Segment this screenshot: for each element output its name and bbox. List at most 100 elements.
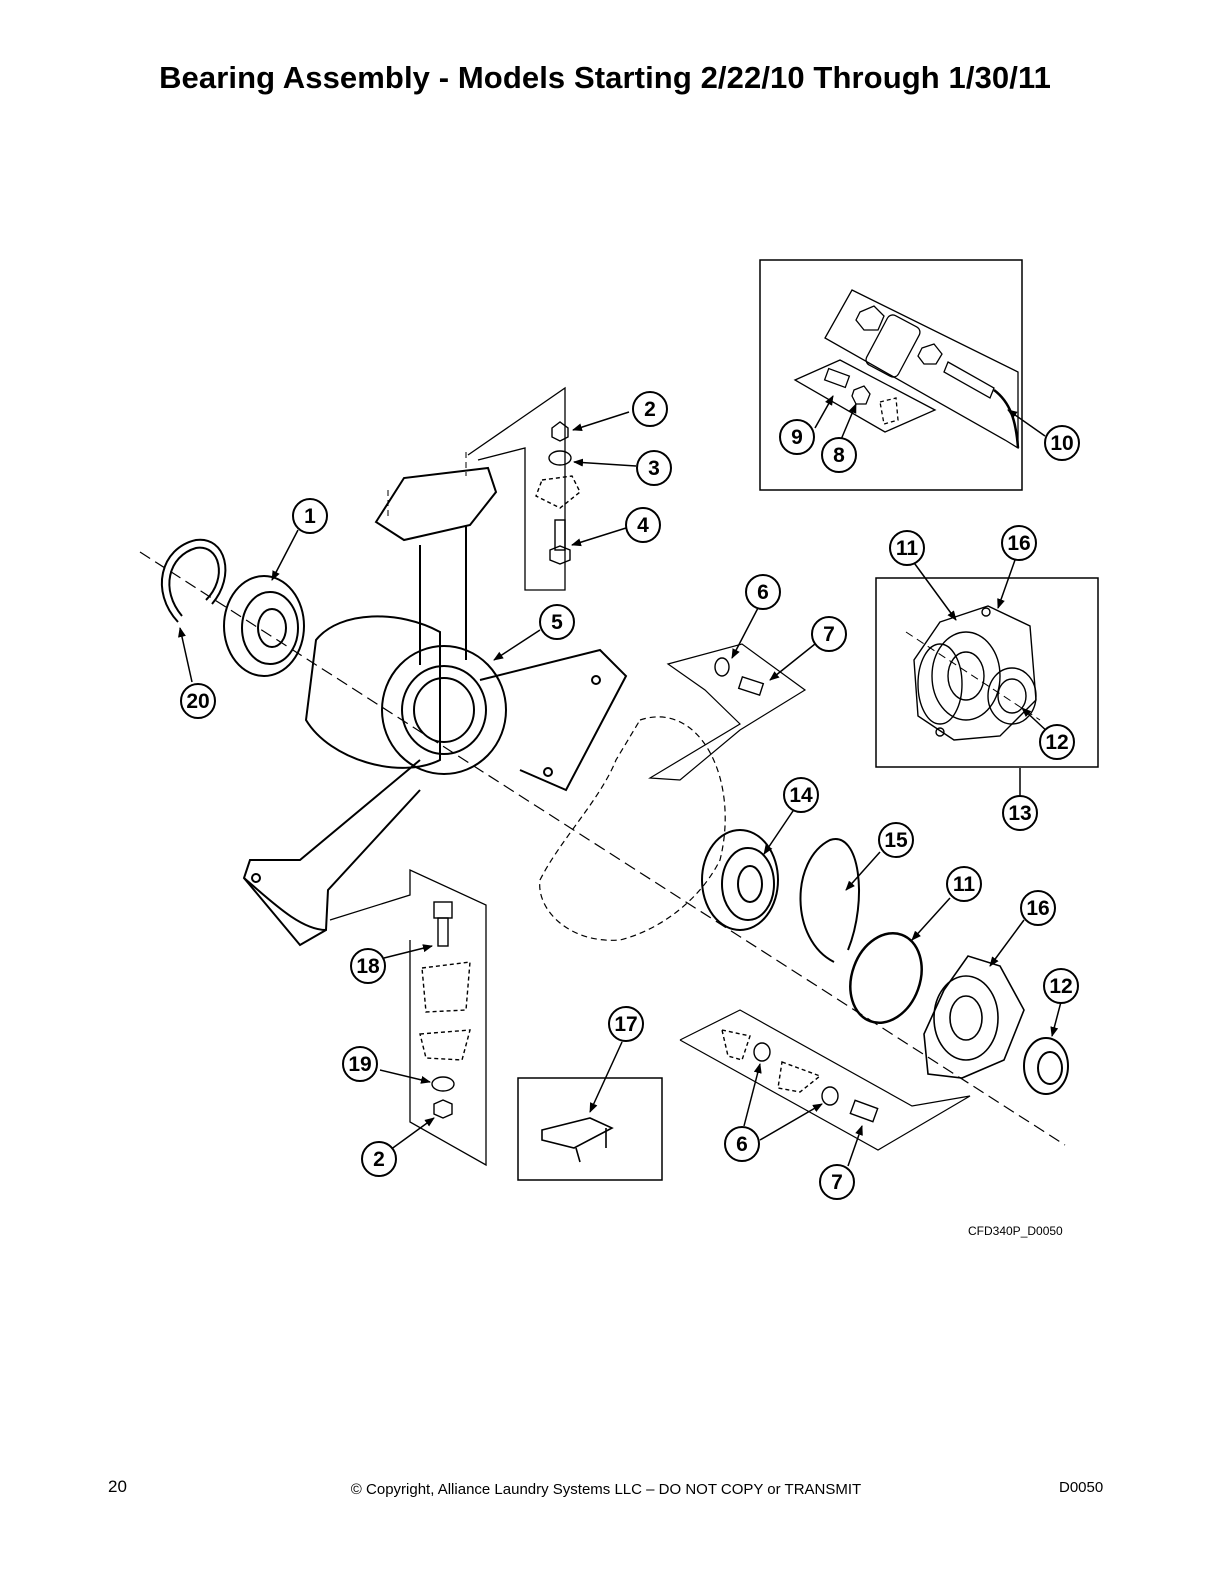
callout-13: 13 — [1002, 795, 1038, 831]
housing-assembly-drawing — [913, 605, 1037, 741]
washer-bolt-lower — [721, 1029, 879, 1123]
callout-6: 6 — [745, 574, 781, 610]
callout-circle — [1001, 525, 1037, 561]
callout-2: 2 — [632, 391, 668, 427]
callout-number: 1 — [304, 505, 316, 528]
document-code: D0050 — [1059, 1479, 1104, 1496]
callout-number: 6 — [757, 581, 769, 604]
callout-14: 14 — [783, 777, 819, 813]
callout-circle — [745, 574, 781, 610]
callout-circle — [625, 507, 661, 543]
callout-number: 11 — [896, 537, 919, 560]
callout-number: 7 — [831, 1171, 843, 1194]
callout-18: 18 — [350, 948, 386, 984]
callout-11: 11 — [889, 530, 925, 566]
retaining-ring-left — [160, 538, 227, 623]
callout-number: 2 — [644, 398, 656, 421]
copyright-notice: © Copyright, Alliance Laundry Systems LL… — [350, 1481, 862, 1498]
callout-7: 7 — [811, 616, 847, 652]
housing-inset-box — [875, 577, 1099, 768]
callout-number: 19 — [348, 1053, 371, 1076]
callout-circle — [819, 1164, 855, 1200]
callout-circle — [180, 683, 216, 719]
callout-circle — [779, 419, 815, 455]
callout-17: 17 — [608, 1006, 644, 1042]
washer-bolt-upper — [714, 657, 765, 696]
callout-12: 12 — [1039, 724, 1075, 760]
callout-circle — [1020, 890, 1056, 926]
clip-inset-box — [517, 1077, 663, 1181]
callout-circle — [608, 1006, 644, 1042]
callout-circle — [878, 822, 914, 858]
mounting-clip — [541, 1117, 614, 1163]
lower-fasteners — [419, 901, 471, 1119]
callout-circle — [821, 437, 857, 473]
bearing-hub-casting — [242, 466, 628, 947]
callout-number: 7 — [823, 623, 835, 646]
shaft-axis-line — [139, 551, 1066, 1146]
callout-12: 12 — [1043, 968, 1079, 1004]
sensor-inset-box — [759, 259, 1023, 491]
callout-16: 16 — [1001, 525, 1037, 561]
callout-circle — [1002, 795, 1038, 831]
sensor-assembly-drawing — [793, 289, 1020, 450]
callout-number: 12 — [1045, 731, 1068, 754]
page-number: 20 — [108, 1477, 127, 1496]
callout-circle — [1044, 425, 1080, 461]
callout-circle — [724, 1126, 760, 1162]
callout-circle — [342, 1046, 378, 1082]
callout-4: 4 — [625, 507, 661, 543]
callout-2: 2 — [361, 1141, 397, 1177]
callout-number: 9 — [791, 426, 803, 449]
callout-number: 18 — [356, 955, 380, 978]
callout-7: 7 — [819, 1164, 855, 1200]
callout-circle — [292, 498, 328, 534]
drawing-reference-code: CFD340P_D0050 — [968, 1224, 1063, 1238]
callout-20: 20 — [180, 683, 216, 719]
callout-3: 3 — [636, 450, 672, 486]
bearing-left — [223, 575, 305, 677]
callout-number: 12 — [1049, 975, 1072, 998]
splash-shield-dashed — [539, 716, 726, 941]
callout-15: 15 — [878, 822, 914, 858]
callout-number: 16 — [1007, 532, 1030, 555]
upper-fasteners — [535, 421, 581, 565]
callout-circle — [636, 450, 672, 486]
callout-number: 11 — [953, 873, 976, 896]
callout-number: 5 — [551, 611, 563, 634]
page-title: Bearing Assembly - Models Starting 2/22/… — [159, 60, 1051, 95]
callout-circle — [1043, 968, 1079, 1004]
callout-6: 6 — [724, 1126, 760, 1162]
callout-8: 8 — [821, 437, 857, 473]
bearing-right — [701, 829, 779, 931]
snap-ring-right — [799, 838, 860, 963]
callout-5: 5 — [539, 604, 575, 640]
callout-circle — [783, 777, 819, 813]
callout-circle — [632, 391, 668, 427]
callout-circle — [811, 616, 847, 652]
callout-number: 6 — [736, 1133, 748, 1156]
callout-number: 4 — [637, 514, 649, 537]
callout-number: 16 — [1026, 897, 1049, 920]
callout-1: 1 — [292, 498, 328, 534]
callout-circle — [1039, 724, 1075, 760]
callout-19: 19 — [342, 1046, 378, 1082]
callout-number: 3 — [648, 457, 660, 480]
callout-number: 2 — [373, 1148, 385, 1171]
callout-circle — [539, 604, 575, 640]
callout-circle — [350, 948, 386, 984]
callout-number: 10 — [1050, 432, 1073, 455]
callout-number: 17 — [614, 1013, 637, 1036]
callout-number: 20 — [186, 690, 209, 713]
flange-housing — [923, 955, 1025, 1079]
callout-number: 14 — [789, 784, 813, 807]
callout-number: 13 — [1008, 802, 1031, 825]
callout-number: 15 — [884, 829, 908, 852]
callout-10: 10 — [1044, 425, 1080, 461]
callout-circle — [946, 866, 982, 902]
callout-number: 8 — [833, 444, 845, 467]
seal-ring — [1023, 1037, 1069, 1095]
callout-16: 16 — [1020, 890, 1056, 926]
callout-circle — [361, 1141, 397, 1177]
